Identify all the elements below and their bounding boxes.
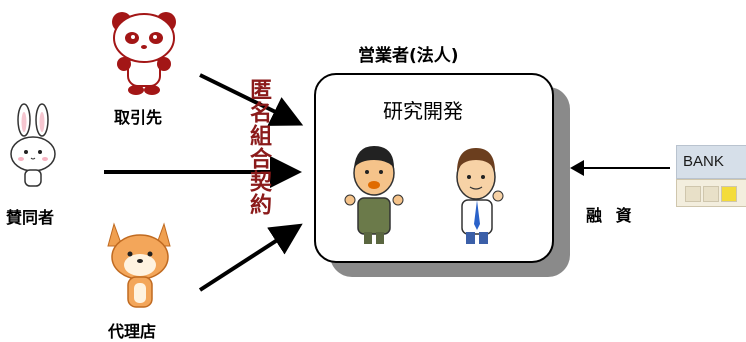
supporter-label: 賛同者 <box>6 208 55 227</box>
arrow-supplier-to-operator <box>199 73 304 126</box>
operator-title: 営業者(法人) <box>358 46 459 66</box>
bank-building-body <box>676 179 746 207</box>
financing-label: 融 資 <box>586 206 636 225</box>
supplier-label: 取引先 <box>114 108 163 127</box>
bank-building-icon: BANK <box>676 145 746 207</box>
bank-sign: BANK <box>676 145 746 179</box>
arrow-agency-to-operator <box>198 223 303 292</box>
operator-activity: 研究開発 <box>383 99 463 123</box>
agency-label: 代理店 <box>108 322 157 341</box>
contract-label: 匿名組合契約 <box>246 78 271 216</box>
